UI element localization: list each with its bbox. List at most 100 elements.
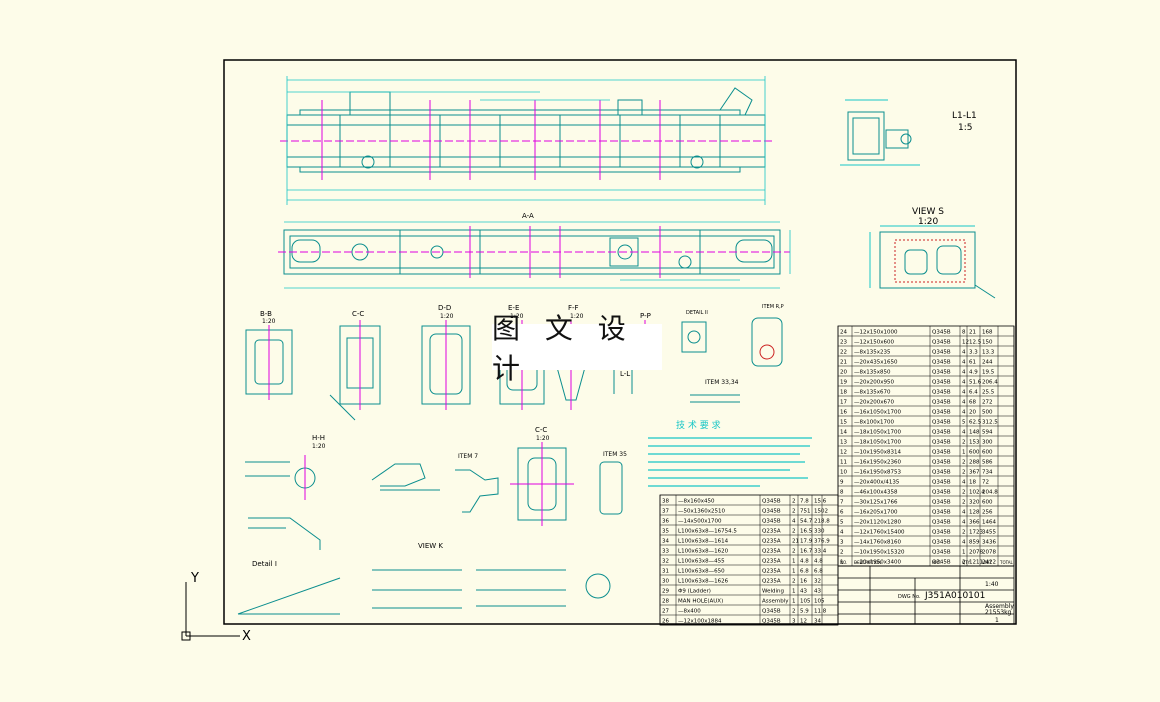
- table-cell: 256: [982, 510, 993, 516]
- table-cell: 2: [792, 549, 796, 555]
- table-cell: 1: [792, 569, 796, 575]
- table-cell: 2: [962, 490, 966, 496]
- detail-view-mid: [371, 463, 440, 491]
- table-cell: 5.9: [800, 609, 809, 615]
- table-cell: 1723: [969, 530, 983, 536]
- label-l1: L1-L1: [952, 111, 977, 121]
- table-cell: Q345B: [932, 410, 951, 416]
- table-cell: 586: [982, 460, 993, 466]
- table-cell: Q235A: [762, 579, 781, 585]
- table-cell: —16x1950x8753: [854, 470, 902, 476]
- table-cell: 35: [662, 529, 669, 535]
- table-cell: 600: [982, 500, 993, 506]
- table-cell: —16x205x1700: [854, 510, 898, 516]
- main-elevation-centerlines: [280, 100, 775, 180]
- table-cell: 61: [969, 360, 976, 366]
- table-cell: 4: [962, 400, 966, 406]
- table-cell: 367: [969, 470, 980, 476]
- table-cell: 4: [962, 350, 966, 356]
- table-cell: —18x1050x1700: [854, 440, 902, 446]
- drawing-sheet: 1: [995, 617, 999, 624]
- table-cell: Q345B: [932, 550, 951, 556]
- table-cell: L100x63x8—455: [678, 559, 725, 565]
- table-cell: Q345B: [932, 460, 951, 466]
- table-cell: —8x135x235: [854, 350, 891, 356]
- table-cell: 4: [840, 530, 844, 536]
- table-cell: 2: [792, 509, 796, 515]
- table-cell: 54.7: [800, 519, 813, 525]
- label-item-rp: ITEM R,P: [762, 304, 784, 310]
- table-cell: —8x135x850: [854, 370, 891, 376]
- table-cell: 13: [840, 440, 847, 446]
- table-cell: Q345B: [932, 490, 951, 496]
- table-cell: Q345B: [762, 619, 781, 625]
- label-bb-scale: 1:20: [262, 318, 276, 325]
- table-cell: 8: [840, 490, 844, 496]
- section-aa-centerlines: [278, 226, 790, 278]
- table-cell: Q345B: [932, 520, 951, 526]
- table-cell: 34: [662, 539, 669, 545]
- table-cell: 68: [969, 400, 976, 406]
- table-cell: 34: [814, 619, 821, 625]
- table-header-cell: TOTAL: [999, 560, 1013, 565]
- section-cc-2: [510, 442, 574, 526]
- table-cell: 2: [840, 550, 844, 556]
- table-cell: 13.3: [982, 350, 995, 356]
- view-k: [372, 569, 611, 609]
- table-cell: 62.5: [969, 420, 982, 426]
- table-cell: 2: [962, 460, 966, 466]
- table-cell: —46x100x4358: [854, 490, 898, 496]
- table-cell: —20x1950x3400: [854, 560, 902, 566]
- table-cell: 2: [962, 440, 966, 446]
- table-cell: 600: [982, 450, 993, 456]
- label-detail-ii: DETAIL II: [686, 310, 708, 316]
- table-cell: —16x1950x2360: [854, 460, 902, 466]
- table-cell: Q345B: [932, 510, 951, 516]
- table-cell: —12x100x1884: [678, 619, 722, 625]
- label-view-s-scale: 1:20: [918, 217, 938, 227]
- table-cell: Q345B: [932, 390, 951, 396]
- table-cell: 43: [800, 589, 807, 595]
- table-cell: 3.3: [969, 350, 978, 356]
- table-cell: 500: [982, 410, 993, 416]
- table-cell: Q235A: [762, 569, 781, 575]
- table-cell: —8x400: [678, 609, 701, 615]
- table-cell: —50x1360x2510: [678, 509, 726, 515]
- table-cell: 600: [969, 450, 980, 456]
- table-cell: 32: [814, 579, 821, 585]
- table-cell: 4: [792, 519, 796, 525]
- table-cell: 26: [662, 619, 669, 625]
- table-cell: 1: [962, 450, 966, 456]
- table-cell: 32: [662, 559, 669, 565]
- main-elevation-view: [286, 87, 766, 173]
- table-cell: 31: [662, 569, 669, 575]
- table-cell: 2: [962, 530, 966, 536]
- table-cell: 168: [982, 330, 993, 336]
- table-cell: 15.6: [814, 499, 827, 505]
- table-cell: Q345B: [932, 480, 951, 486]
- table-cell: 21: [840, 360, 847, 366]
- table-cell: 1: [840, 560, 844, 566]
- table-cell: 4: [962, 370, 966, 376]
- table-cell: 288: [969, 460, 980, 466]
- sheet-frame: [223, 59, 1017, 625]
- table-cell: 5: [962, 420, 966, 426]
- table-cell: 6.4: [969, 390, 978, 396]
- table-cell: 12: [800, 619, 807, 625]
- watermark-stamp: 图 文 设 计: [492, 312, 662, 385]
- table-cell: Q345B: [932, 380, 951, 386]
- table-cell: Q345B: [932, 450, 951, 456]
- table-cell: 15: [840, 420, 847, 426]
- table-cell: 43: [814, 589, 821, 595]
- table-cell: 2: [792, 529, 796, 535]
- label-ff-scale: 1:20: [570, 313, 584, 320]
- table-cell: 320: [969, 500, 980, 506]
- item-rp-view: [751, 317, 783, 367]
- table-cell: Q235A: [762, 549, 781, 555]
- table-cell: 4: [962, 540, 966, 546]
- table-cell: 244: [982, 360, 993, 366]
- label-cc2: C-C: [535, 426, 547, 434]
- ucs-axis-icon: [181, 582, 240, 641]
